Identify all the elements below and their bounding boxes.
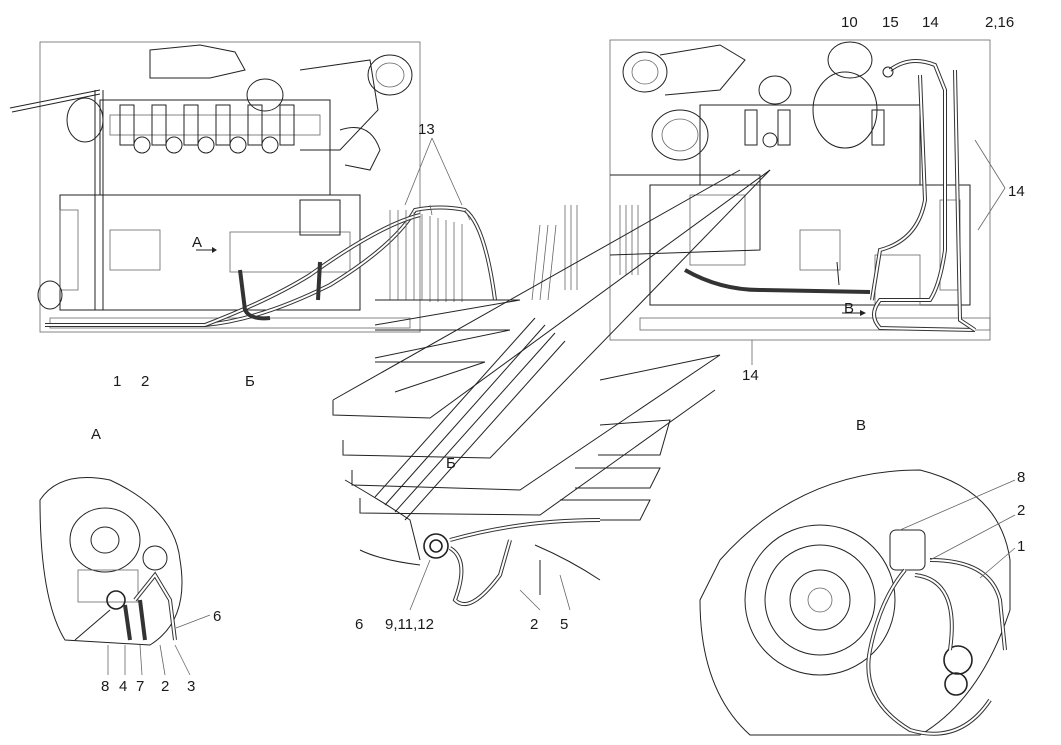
callout-14-bottom: 14 (742, 367, 759, 384)
callout-14-top: 14 (922, 14, 939, 31)
callout-9-11-12: 9,11,12 (385, 616, 434, 633)
view-b-detail (344, 479, 601, 611)
callout-2-v: 2 (1017, 502, 1025, 519)
callout-2-b: 2 (530, 616, 538, 633)
callout-7-a: 7 (136, 678, 144, 695)
callout-13: 13 (418, 121, 435, 138)
callout-1-v: 1 (1017, 538, 1025, 555)
callout-6-b: 6 (355, 616, 363, 633)
title-view-b: Б (446, 455, 456, 472)
callout-view-a-main: А (192, 234, 202, 251)
callout-view-b-main: Б (245, 373, 255, 390)
callout-15: 15 (882, 14, 899, 31)
callout-3-a: 3 (187, 678, 195, 695)
view-b-projection-lines (332, 169, 771, 521)
title-view-v: В (856, 417, 866, 434)
callout-1: 1 (113, 373, 121, 390)
callout-5-b: 5 (560, 616, 568, 633)
callout-14-right: 14 (1008, 183, 1025, 200)
callout-4-a: 4 (119, 678, 127, 695)
view-v-detail (699, 469, 1016, 736)
harness-cutaway-lines (389, 205, 639, 302)
right-engine-view (609, 39, 1006, 365)
callout-6-a: 6 (213, 608, 221, 625)
callout-10: 10 (841, 14, 858, 31)
callout-labels: 1 2 Б 13 А 10 15 14 2,16 14 В 14 А 6 8 4… (91, 14, 1025, 695)
callout-2-16: 2,16 (985, 14, 1014, 31)
callout-8-v: 8 (1017, 469, 1025, 486)
callout-2-a: 2 (161, 678, 169, 695)
callout-view-v-main: В (844, 300, 854, 317)
title-view-a: А (91, 426, 101, 443)
callout-2: 2 (141, 373, 149, 390)
callout-8-a: 8 (101, 678, 109, 695)
view-a-detail (39, 477, 211, 676)
